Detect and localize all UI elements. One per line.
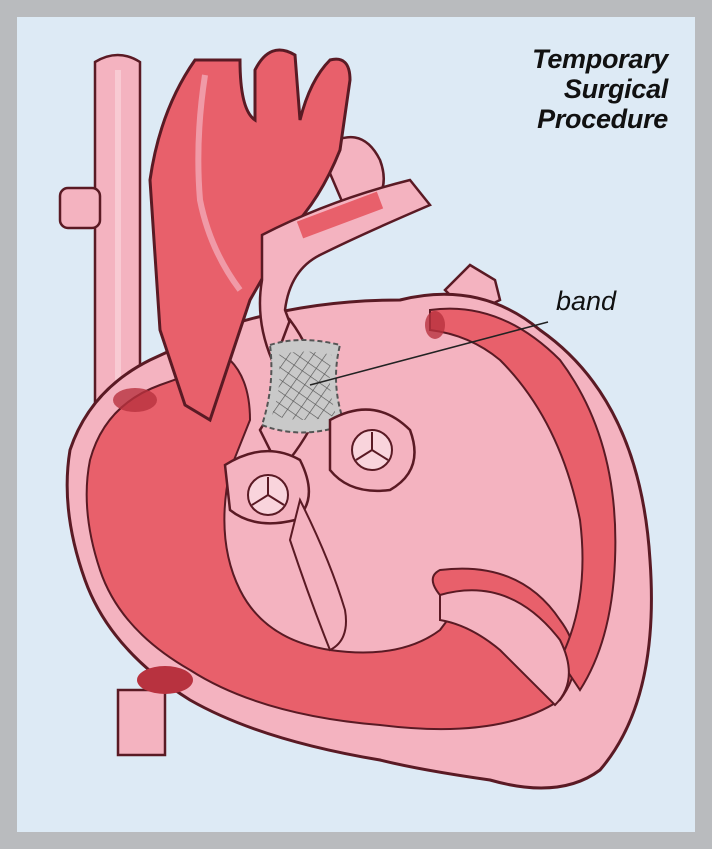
vena-cava [60,55,140,420]
title-line-3: Procedure [532,104,668,134]
title-line-2: Surgical [532,74,668,104]
title-line-1: Temporary [532,44,668,74]
inferior-vena-cava [118,690,165,755]
figure-title: Temporary Surgical Procedure [532,44,668,134]
band-label: band [556,286,616,317]
aortic-valve [330,410,415,491]
